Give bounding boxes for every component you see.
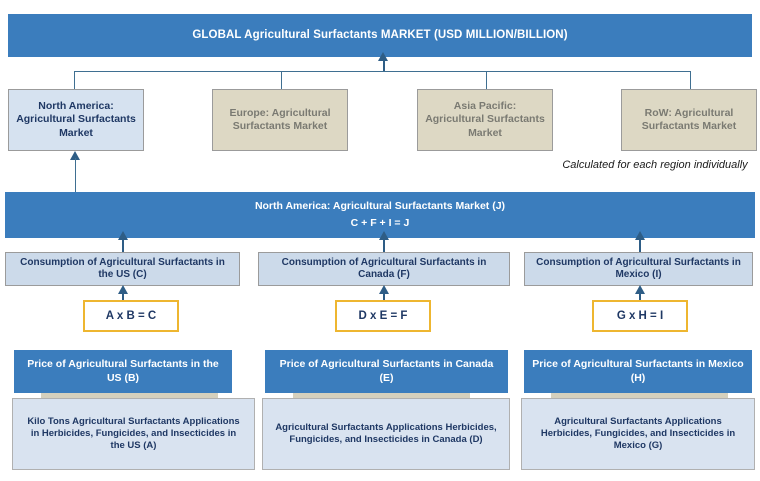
consumption-mexico-arrow-stem bbox=[639, 238, 641, 252]
formula-box-mexico[interactable]: G x H = I bbox=[592, 300, 688, 332]
formula-canada-arrow-stem bbox=[383, 292, 385, 300]
price-box-us[interactable]: Price of Agricultural Surfactants in the… bbox=[14, 350, 232, 393]
region-box-europe[interactable]: Europe: Agricultural Surfactants Market bbox=[212, 89, 348, 151]
formula-mexico-arrow-head-icon bbox=[635, 285, 645, 294]
formula-us-arrow-stem bbox=[122, 292, 124, 300]
global-market-title-bar: GLOBAL Agricultural Surfactants MARKET (… bbox=[8, 14, 752, 57]
calculated-per-region-note: Calculated for each region individually bbox=[562, 159, 748, 171]
north-america-arrow-head-icon bbox=[70, 151, 80, 160]
trunk-drop-asia-pacific bbox=[486, 71, 487, 89]
tan-divider-us bbox=[41, 393, 218, 400]
consumption-box-mexico[interactable]: Consumption of Agricultural Surfactants … bbox=[524, 252, 753, 286]
consumption-canada-arrow-stem bbox=[383, 238, 385, 252]
applications-box-canada[interactable]: Agricultural Surfactants Applications He… bbox=[262, 398, 510, 470]
trunk-arrow-stem bbox=[383, 60, 385, 72]
formula-box-us[interactable]: A x B = C bbox=[83, 300, 179, 332]
consumption-canada-arrow-head-icon bbox=[379, 231, 389, 240]
north-america-arrow-stem bbox=[75, 158, 76, 193]
trunk-arrow-head-icon bbox=[378, 52, 388, 61]
consumption-mexico-arrow-head-icon bbox=[635, 231, 645, 240]
consumption-us-arrow-head-icon bbox=[118, 231, 128, 240]
consumption-us-arrow-stem bbox=[122, 238, 124, 252]
price-box-canada[interactable]: Price of Agricultural Surfactants in Can… bbox=[265, 350, 508, 393]
trunk-horizontal-connector bbox=[74, 71, 691, 72]
formula-box-canada[interactable]: D x E = F bbox=[335, 300, 431, 332]
trunk-drop-europe bbox=[281, 71, 282, 89]
formula-canada-arrow-head-icon bbox=[379, 285, 389, 294]
region-box-row[interactable]: RoW: Agricultural Surfactants Market bbox=[621, 89, 757, 151]
trunk-drop-row bbox=[690, 71, 691, 89]
applications-box-mexico[interactable]: Agricultural Surfactants Applications He… bbox=[521, 398, 755, 470]
tan-divider-canada bbox=[293, 393, 470, 400]
applications-box-us[interactable]: Kilo Tons Agricultural Surfactants Appli… bbox=[12, 398, 255, 470]
north-america-market-bar: North America: Agricultural Surfactants … bbox=[5, 192, 755, 238]
region-box-asia-pacific[interactable]: Asia Pacific: Agricultural Surfactants M… bbox=[417, 89, 553, 151]
price-box-mexico[interactable]: Price of Agricultural Surfactants in Mex… bbox=[524, 350, 752, 393]
formula-us-arrow-head-icon bbox=[118, 285, 128, 294]
na-market-bar-formula: C + F + I = J bbox=[350, 216, 410, 229]
consumption-box-us[interactable]: Consumption of Agricultural Surfactants … bbox=[5, 252, 240, 286]
region-box-north-america[interactable]: North America: Agricultural Surfactants … bbox=[8, 89, 144, 151]
trunk-drop-north-america bbox=[74, 71, 75, 89]
tan-divider-mexico bbox=[551, 393, 728, 400]
formula-mexico-arrow-stem bbox=[639, 292, 641, 300]
na-market-bar-line1: North America: Agricultural Surfactants … bbox=[254, 200, 506, 213]
consumption-box-canada[interactable]: Consumption of Agricultural Surfactants … bbox=[258, 252, 510, 286]
